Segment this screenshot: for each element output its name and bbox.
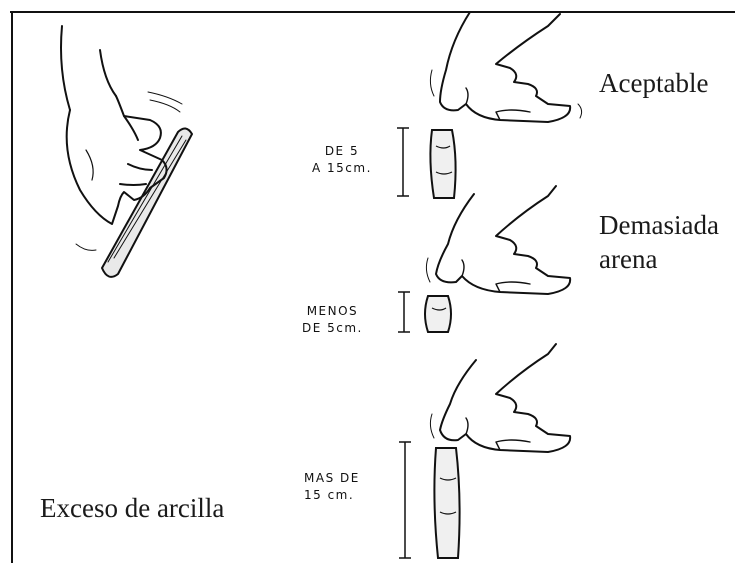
clay-sample-arena <box>425 296 451 332</box>
measure-aceptable-line1: DE 5 <box>312 143 372 160</box>
measure-arena-line2: DE 5cm. <box>302 320 363 337</box>
label-demasiada-line1: Demasiada <box>599 208 719 242</box>
label-exceso-de-arcilla: Exceso de arcilla <box>40 493 224 524</box>
measure-bracket-aceptable <box>397 128 409 196</box>
hand-aceptable-illustration <box>430 12 581 122</box>
label-demasiada-line2: arena <box>599 242 719 276</box>
measure-arcilla-line2: 15 cm. <box>304 487 360 504</box>
measure-label-arcilla: MAS DE 15 cm. <box>304 470 360 504</box>
measure-label-arena: MENOS DE 5cm. <box>302 303 363 337</box>
measure-bracket-arena <box>398 292 410 332</box>
clay-sample-arcilla <box>434 448 459 558</box>
clay-sample-aceptable <box>430 130 455 198</box>
measure-arcilla-line1: MAS DE <box>304 470 360 487</box>
measure-label-aceptable: DE 5 A 15cm. <box>312 143 372 177</box>
label-aceptable: Aceptable <box>599 68 708 99</box>
label-demasiada-arena: Demasiada arena <box>599 208 719 276</box>
hand-demasiada-arena-illustration <box>426 186 570 294</box>
measure-bracket-arcilla <box>399 442 411 558</box>
measure-arena-line1: MENOS <box>302 303 363 320</box>
measure-aceptable-line2: A 15cm. <box>312 160 372 177</box>
hand-exceso-arcilla-illustration <box>430 344 570 452</box>
hand-rolling-clay-illustration <box>61 26 192 277</box>
